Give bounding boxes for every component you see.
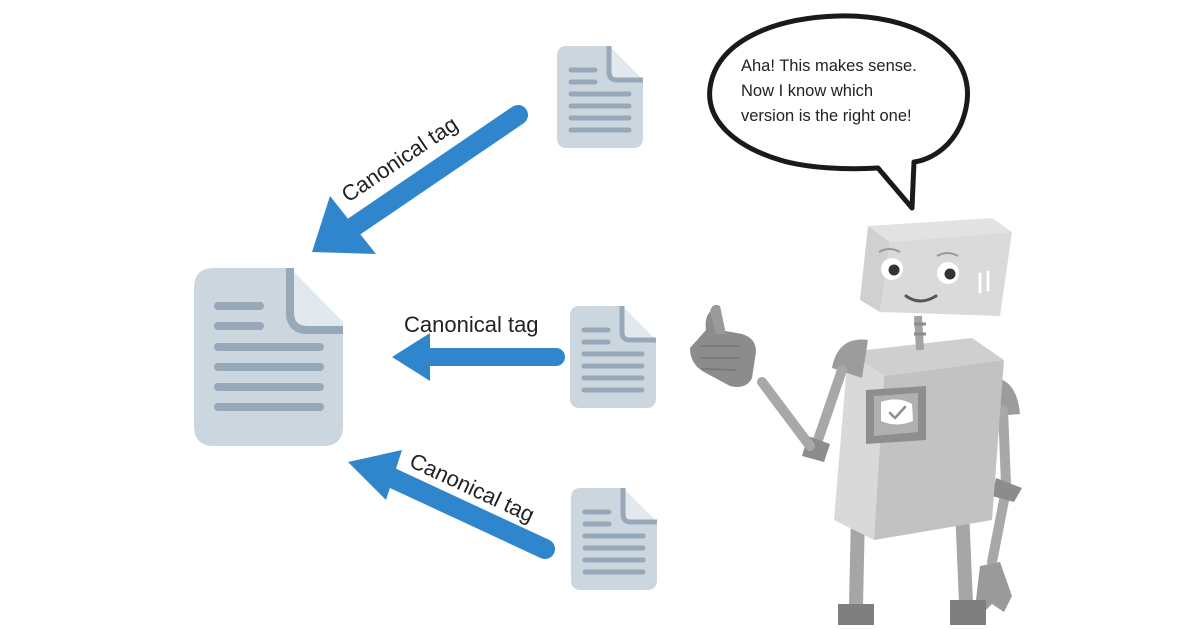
- canonical-arrow-bottom: Canonical tag: [348, 448, 555, 559]
- duplicate-document-icon-top: [557, 46, 643, 148]
- robot-eyes: [878, 248, 959, 284]
- canonical-arrow-middle: Canonical tag: [392, 312, 565, 381]
- robot-smile: [904, 294, 938, 303]
- robot-body: [834, 338, 1004, 540]
- robot-neck: [914, 315, 926, 351]
- robot-thumbs-up-hand: [690, 304, 756, 387]
- robot-illustration: [690, 218, 1022, 625]
- speech-bubble-line-2: Now I know which: [741, 82, 873, 100]
- speech-bubble-line-1: Aha! This makes sense.: [741, 57, 917, 75]
- canonical-tag-label-middle: Canonical tag: [404, 312, 539, 337]
- duplicate-document-icon-bottom: [571, 488, 657, 590]
- robot-chest-screen: [866, 386, 926, 444]
- robot-head: [860, 218, 1012, 316]
- speech-bubble: Aha! This makes sense. Now I know which …: [707, 13, 970, 211]
- canonical-arrow-top: Canonical tag: [312, 105, 528, 254]
- robot-left-arm: [690, 304, 847, 462]
- duplicate-document-icon-middle: [570, 306, 656, 408]
- canonical-document-icon: [194, 268, 343, 446]
- speech-bubble-line-3: version is the right one!: [741, 107, 912, 125]
